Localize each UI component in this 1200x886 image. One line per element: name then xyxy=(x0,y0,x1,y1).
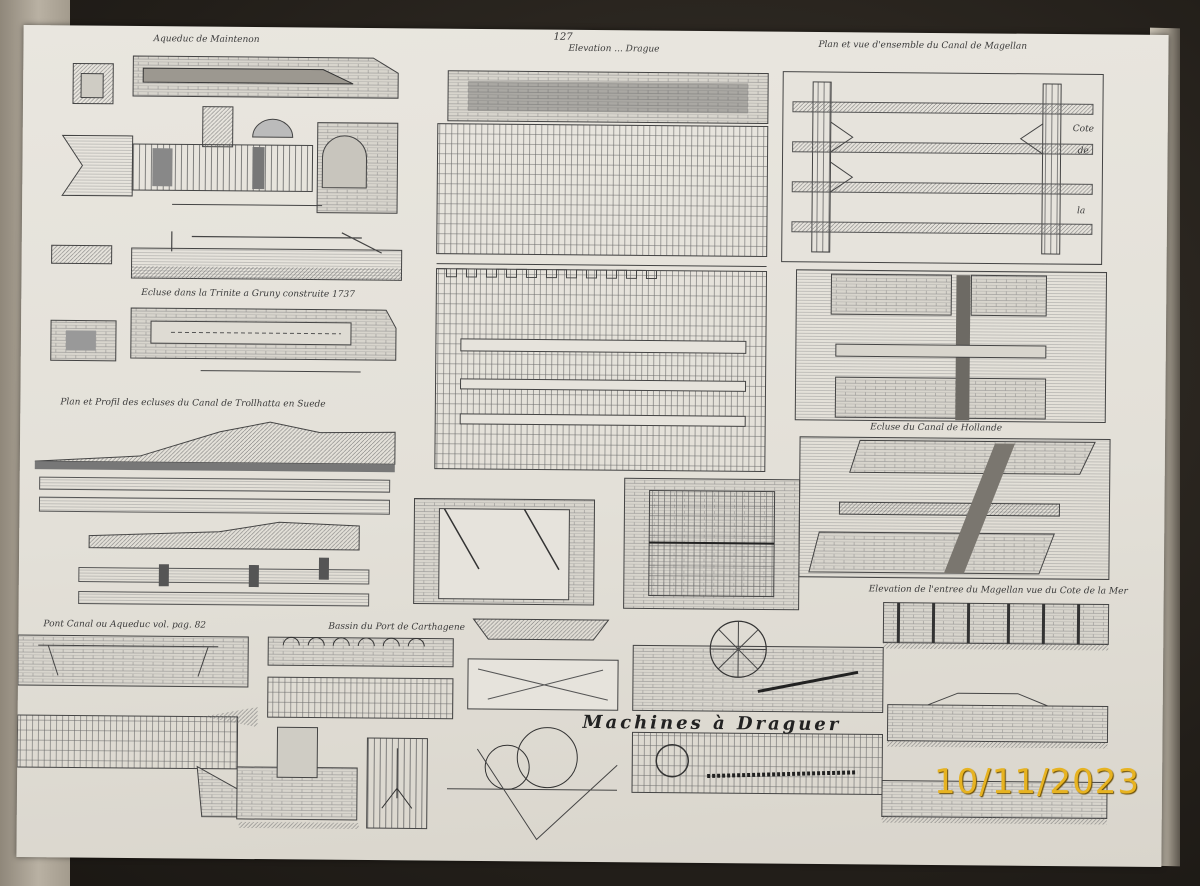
ecluse-trinite-drawing xyxy=(50,307,397,373)
date-stamp: 10/11/2023 xyxy=(934,762,1140,802)
dredging-machines xyxy=(446,618,884,841)
caption-aqueduct: Aqueduc de Maintenon xyxy=(153,34,260,46)
caption-pont-canal: Pont Canal ou Aqueduc vol. pag. 82 xyxy=(43,619,207,631)
digue-elevations xyxy=(881,602,1110,825)
plate-number: 127 xyxy=(553,31,573,43)
carthagene-drawings xyxy=(267,636,454,720)
pont-canal-drawings xyxy=(16,634,428,830)
engravings xyxy=(16,55,1111,841)
side-text-2: de xyxy=(1077,146,1089,157)
trollhatta-drawings xyxy=(34,421,396,607)
caption-magellan-plan: Plan et vue d'ensemble du Canal de Magel… xyxy=(818,39,1028,52)
caption-carthagene: Bassin du Port de Carthagene xyxy=(328,621,466,633)
magellan-harbor-plan xyxy=(781,71,1104,265)
aqueduct-drawings xyxy=(51,55,403,281)
holland-lock-perspective xyxy=(798,436,1111,581)
engraved-plate-page: 127 Elevation ... Drague Plan et vue d'e… xyxy=(16,25,1169,867)
caption-ecluse-trinite: Ecluse dans la Trinite a Gruny construit… xyxy=(141,288,356,300)
lock-gate-details xyxy=(413,477,801,611)
side-text-1: Cote xyxy=(1072,124,1095,135)
basin-plan xyxy=(794,269,1108,423)
magellan-grid-plans xyxy=(434,70,769,473)
caption-top-heading: Elevation ... Drague xyxy=(568,43,660,55)
side-text-3: la xyxy=(1077,206,1086,217)
caption-holland: Ecluse du Canal de Hollande xyxy=(870,422,1003,434)
plate-title: Machines à Draguer xyxy=(582,711,842,736)
